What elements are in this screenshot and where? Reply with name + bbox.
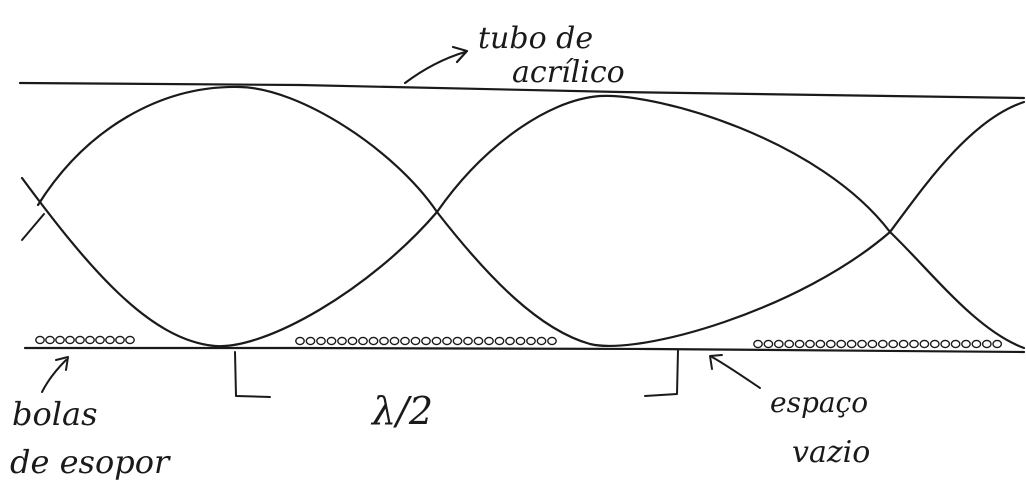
styrofoam-ball <box>305 336 316 346</box>
empty-space-label-line1: espaço <box>770 386 868 419</box>
half-wavelength-label: λ/2 <box>370 389 433 433</box>
styrofoam-ball <box>857 339 867 349</box>
styrofoam-ball <box>846 339 857 349</box>
left-node-mark <box>21 213 45 241</box>
styrofoam-ball <box>105 335 115 345</box>
styrofoam-ball <box>929 339 940 349</box>
wave-envelope-upper <box>36 85 1026 234</box>
styrofoam-ball <box>421 336 431 346</box>
styrofoam-ball <box>379 336 389 346</box>
styrofoam-ball <box>326 336 337 346</box>
styrofoam-ball <box>55 335 65 345</box>
styrofoam-balls-middle <box>295 336 557 346</box>
styrofoam-ball <box>867 339 878 349</box>
styrofoam-ball <box>763 339 774 349</box>
styrofoam-ball <box>919 339 930 349</box>
balls-label-line1: bolas <box>12 395 97 433</box>
styrofoam-ball <box>971 339 982 349</box>
empty-space-arrow-head <box>709 354 723 370</box>
styrofoam-ball <box>536 336 547 346</box>
styrofoam-ball <box>494 336 505 346</box>
tube-label-line2: acrílico <box>512 55 625 90</box>
styrofoam-ball <box>473 336 484 346</box>
styrofoam-ball <box>75 335 85 345</box>
styrofoam-ball <box>389 336 400 346</box>
styrofoam-ball <box>825 339 836 349</box>
styrofoam-ball <box>898 339 909 349</box>
styrofoam-ball <box>992 339 1003 349</box>
tube-arrow <box>403 50 467 85</box>
half-wavelength-bracket-right <box>644 349 679 397</box>
styrofoam-ball <box>295 336 305 346</box>
styrofoam-ball <box>65 335 75 345</box>
balls-arrow <box>41 359 67 393</box>
styrofoam-ball <box>115 335 125 345</box>
styrofoam-ball <box>316 336 326 346</box>
styrofoam-ball <box>358 336 368 346</box>
styrofoam-ball <box>940 339 951 349</box>
styrofoam-ball <box>442 336 452 346</box>
styrofoam-ball <box>368 336 379 346</box>
styrofoam-ball <box>484 336 494 346</box>
styrofoam-ball <box>815 339 826 349</box>
styrofoam-ball <box>888 339 899 349</box>
styrofoam-balls-left <box>35 335 135 345</box>
styrofoam-ball <box>526 336 536 346</box>
styrofoam-ball <box>400 336 410 346</box>
tube-arrow-head <box>451 45 469 64</box>
tube-bottom-wall <box>23 346 1026 354</box>
empty-space-arrow <box>711 356 761 389</box>
styrofoam-ball <box>877 339 888 349</box>
styrofoam-ball <box>463 336 473 346</box>
wave-envelope-lower <box>20 176 1026 350</box>
styrofoam-ball <box>410 336 421 346</box>
styrofoam-ball <box>805 339 815 349</box>
styrofoam-ball <box>452 336 463 346</box>
styrofoam-ball <box>347 336 358 346</box>
styrofoam-ball <box>961 339 971 349</box>
balls-label-line2: de esopor <box>10 443 171 481</box>
styrofoam-ball <box>784 339 795 349</box>
empty-space-label-line2: vazio <box>792 435 870 470</box>
balls-arrow-head <box>55 356 69 371</box>
styrofoam-ball <box>431 336 442 346</box>
styrofoam-ball <box>909 339 919 349</box>
styrofoam-ball <box>773 339 784 349</box>
tube-label-line1: tubo de <box>478 21 593 56</box>
styrofoam-balls-right <box>753 339 1003 349</box>
tube-top-wall <box>18 81 1026 100</box>
styrofoam-ball <box>753 339 763 349</box>
styrofoam-ball <box>515 336 526 346</box>
styrofoam-ball <box>125 335 135 345</box>
styrofoam-ball <box>950 339 961 349</box>
styrofoam-ball <box>794 339 805 349</box>
styrofoam-ball <box>836 339 847 349</box>
styrofoam-ball <box>505 336 515 346</box>
styrofoam-ball <box>35 335 45 345</box>
half-wavelength-bracket-left <box>234 351 271 398</box>
styrofoam-ball <box>981 339 992 349</box>
styrofoam-ball <box>85 335 95 345</box>
styrofoam-ball <box>45 335 55 345</box>
styrofoam-ball <box>547 336 557 346</box>
styrofoam-ball <box>337 336 347 346</box>
styrofoam-ball <box>95 335 105 345</box>
